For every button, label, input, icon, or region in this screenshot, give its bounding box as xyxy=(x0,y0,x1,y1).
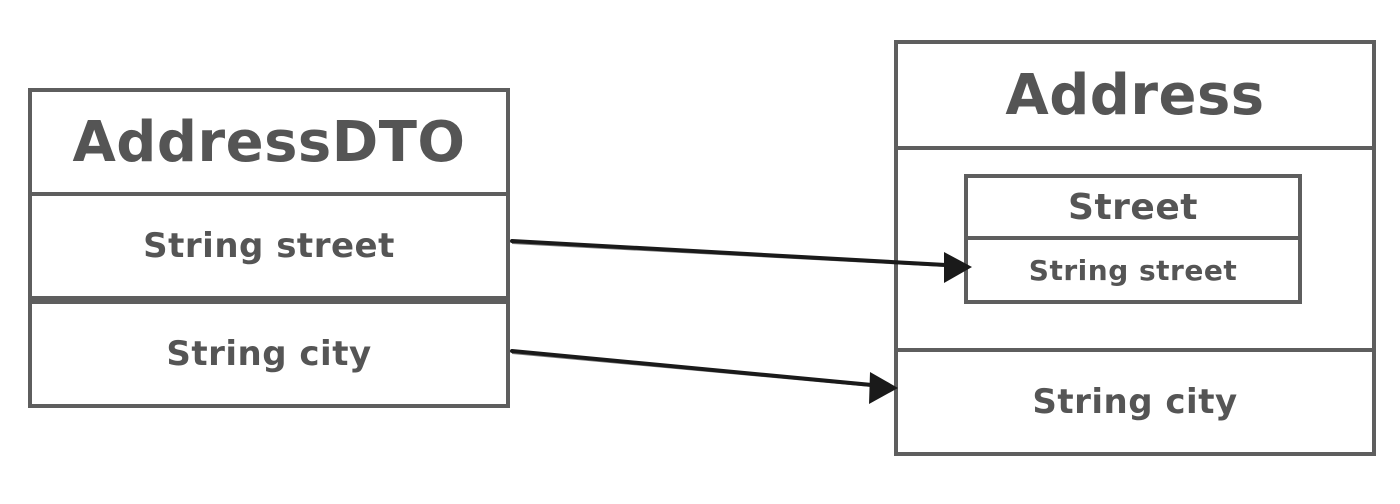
address-dto-class: AddressDTO String street String city xyxy=(28,88,510,408)
address-field-city: String city xyxy=(894,348,1376,456)
address-dto-title: AddressDTO xyxy=(28,88,510,196)
arrow-city-mapping xyxy=(510,349,898,404)
street-class-title: Street xyxy=(964,174,1302,240)
address-class: Address String city Street String street xyxy=(894,40,1376,456)
address-dto-field-street: String street xyxy=(28,192,510,300)
address-title: Address xyxy=(894,40,1376,150)
address-dto-field-city: String city xyxy=(28,300,510,408)
street-class-field-street: String street xyxy=(964,236,1302,304)
